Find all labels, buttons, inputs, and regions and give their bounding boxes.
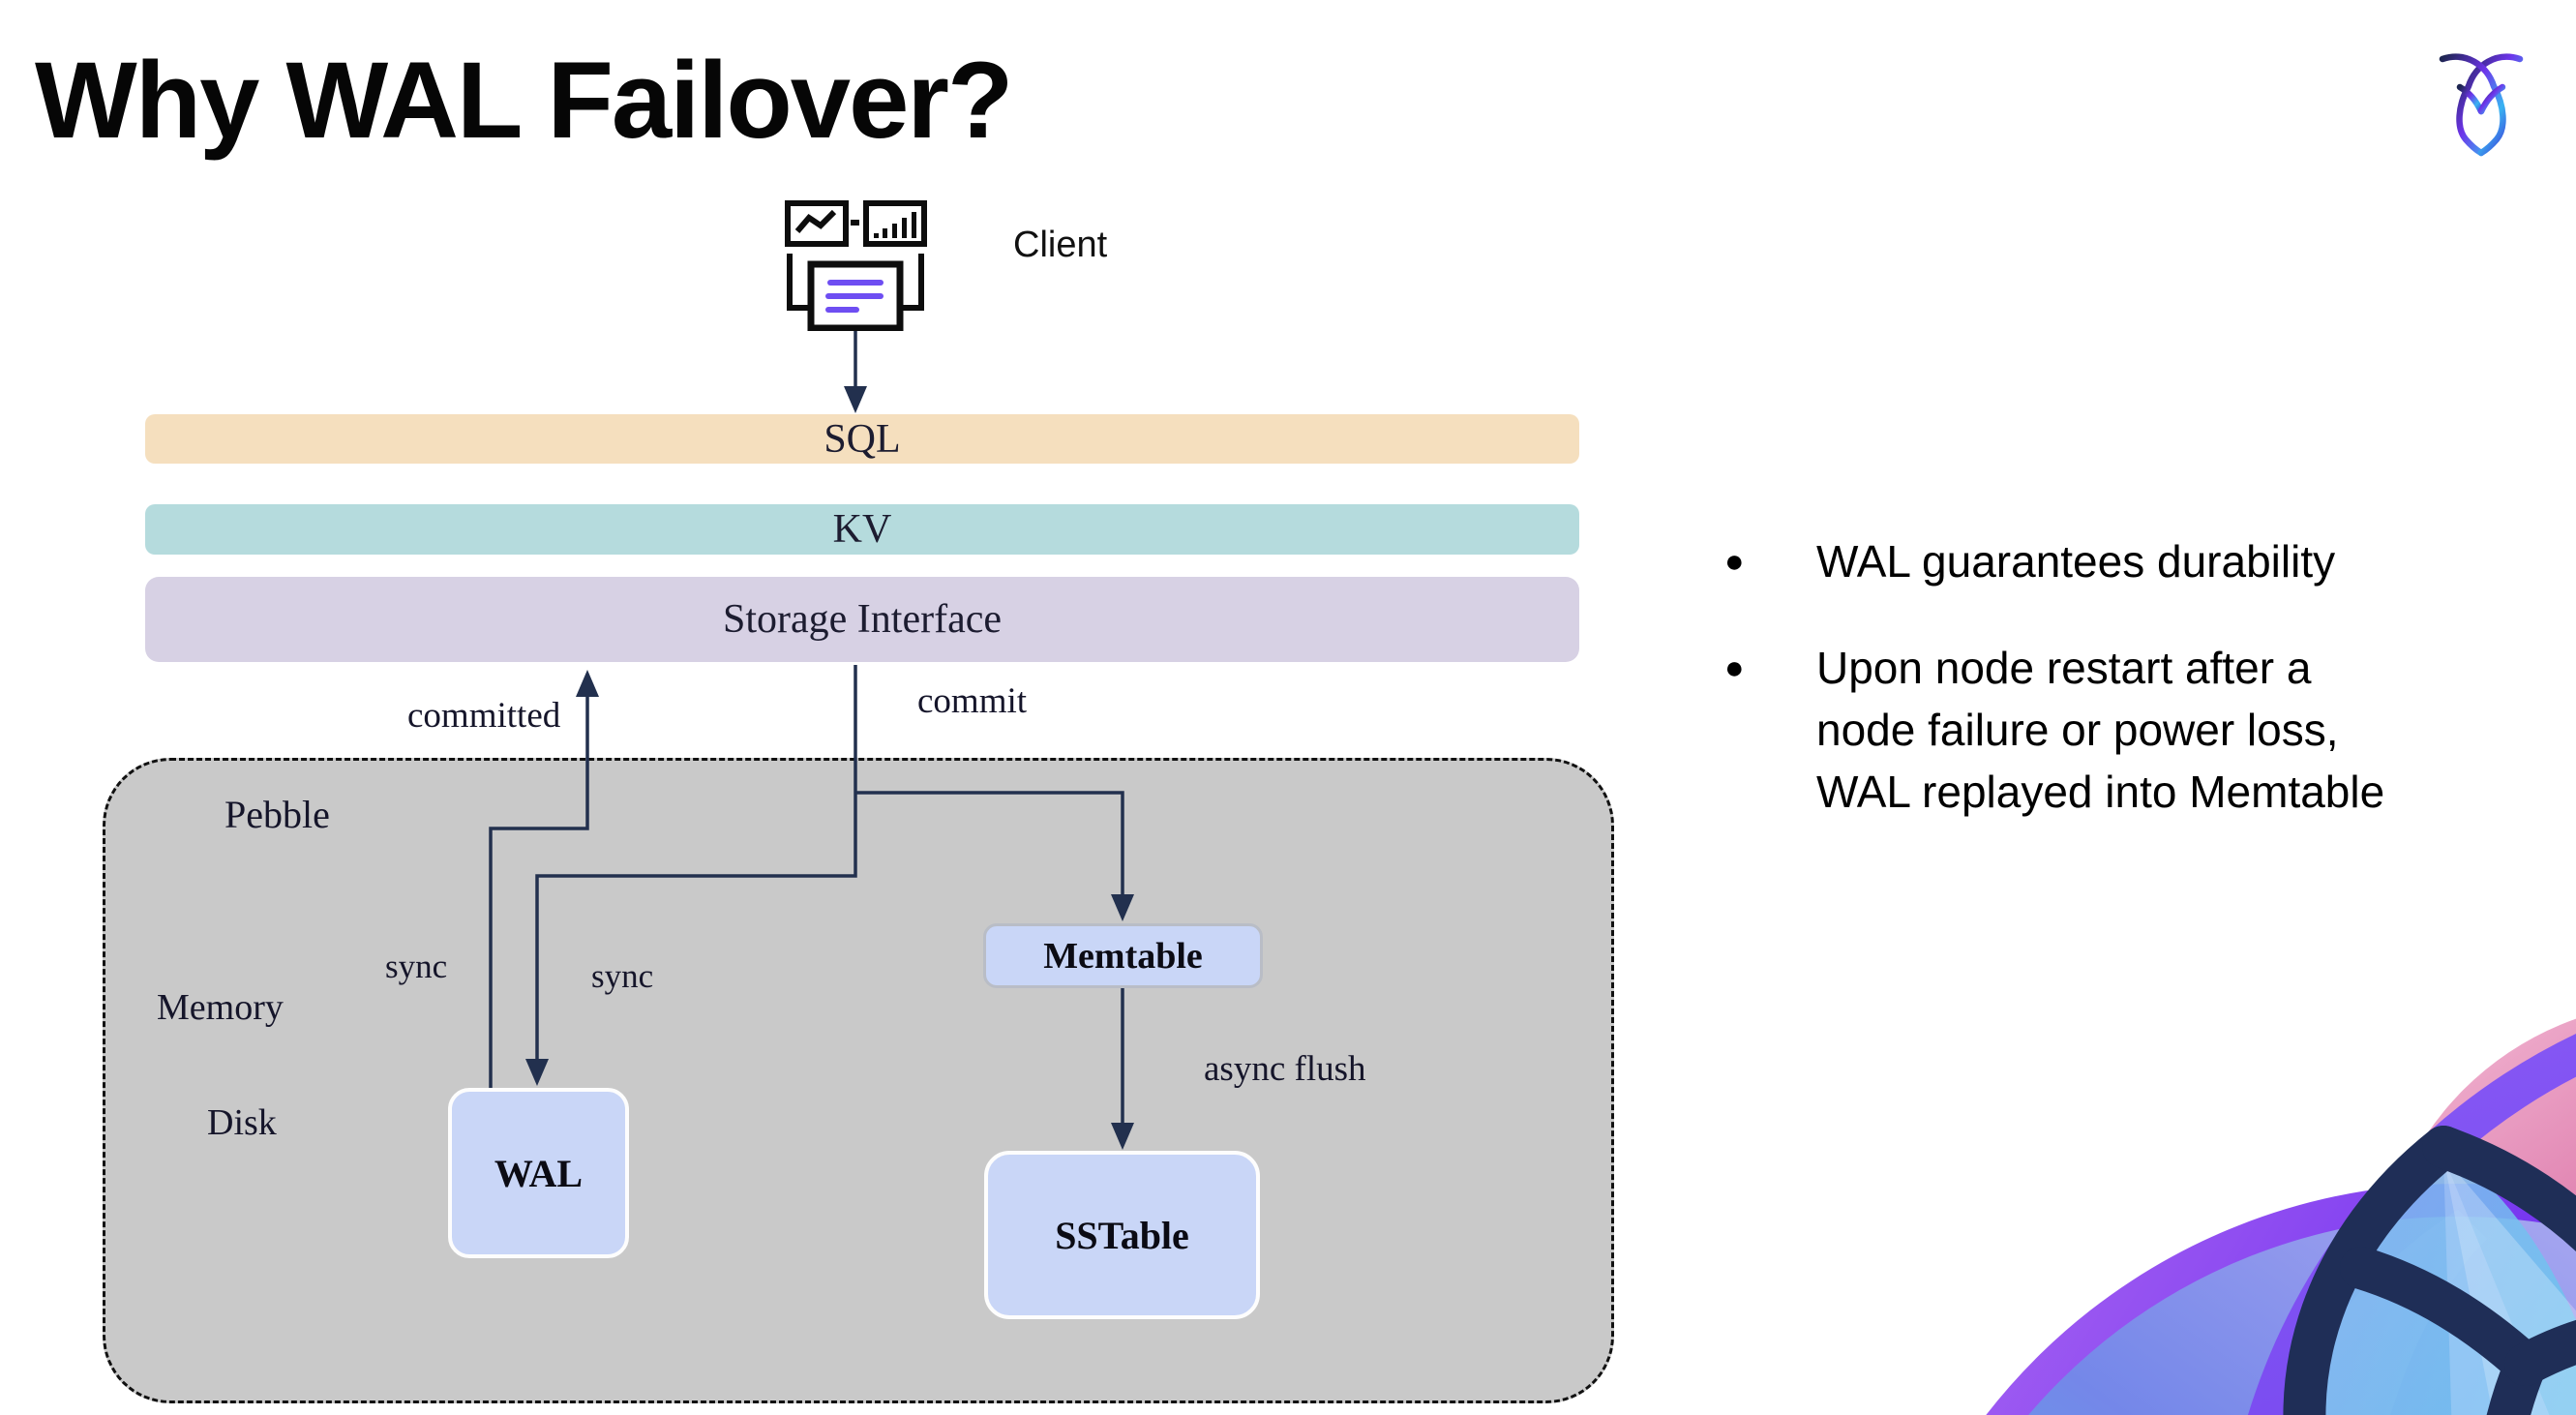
wal-node-label: WAL [494, 1151, 584, 1195]
cockroachdb-logo-icon [2439, 53, 2524, 157]
sync-left-edge-label: sync [385, 948, 448, 985]
brand-corner-art [1986, 1018, 2576, 1415]
commit-edge-label: commit [917, 681, 1028, 721]
bar-chart-icon [863, 200, 927, 247]
client-label: Client [1013, 225, 1108, 265]
memory-label: Memory [157, 987, 284, 1028]
bullet-item-replay: Upon node restart after a node failure o… [1724, 637, 2557, 823]
bullet-item-durability: WAL guarantees durability [1724, 530, 2557, 592]
sync-right-edge-label: sync [591, 957, 654, 995]
arrowhead-sql [844, 386, 867, 413]
pebble-container [103, 758, 1614, 1403]
bullet-list: WAL guarantees durability Upon node rest… [1724, 530, 2557, 823]
storage-interface-layer-label: Storage Interface [723, 597, 1002, 642]
memtable-node: Memtable [983, 923, 1263, 988]
page-title: Why WAL Failover? [35, 40, 1013, 161]
client-icon [785, 200, 927, 331]
sql-layer-bar: SQL [145, 414, 1579, 464]
storage-interface-layer-bar: Storage Interface [145, 577, 1579, 662]
document-icon [787, 254, 924, 331]
art-petal-2 [2443, 1157, 2550, 1415]
sql-layer-label: SQL [824, 416, 901, 462]
arrowhead-committed [576, 670, 599, 697]
async-flush-edge-label: async flush [1204, 1049, 1366, 1089]
kv-layer-bar: KV [145, 504, 1579, 555]
dash-connector [851, 220, 859, 226]
line-chart-icon [785, 200, 849, 247]
committed-edge-label: committed [407, 696, 561, 736]
sstable-node-label: SSTable [1055, 1213, 1189, 1257]
pebble-label: Pebble [225, 793, 330, 836]
memtable-node-label: Memtable [1043, 935, 1203, 977]
disk-label: Disk [207, 1102, 277, 1143]
art-roach-veins [2283, 1126, 2576, 1415]
sstable-node: SSTable [984, 1151, 1260, 1319]
wal-node: WAL [448, 1088, 629, 1258]
kv-layer-label: KV [832, 507, 892, 552]
